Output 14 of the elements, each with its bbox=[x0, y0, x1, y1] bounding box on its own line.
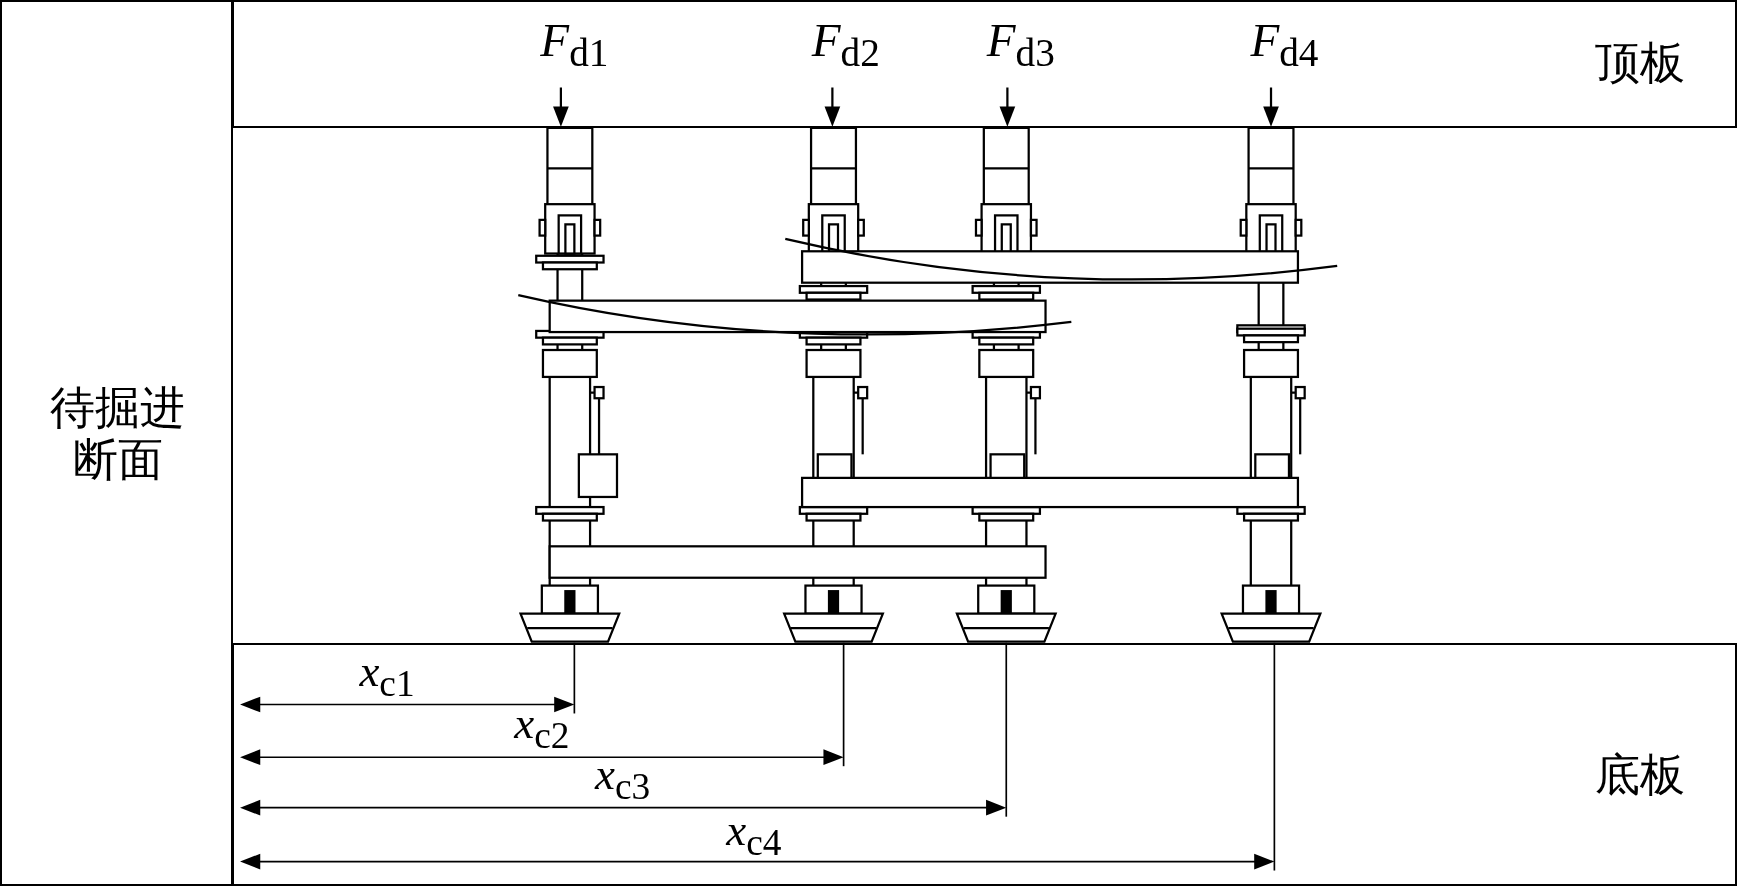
plate-label: 底板 bbox=[1593, 750, 1685, 802]
symbol-label: F$_{d3}$ bbox=[986, 13, 1055, 76]
symbol-label: F$_{d2}$ bbox=[811, 13, 880, 76]
symbol-label: F$_{d4}$ bbox=[1250, 13, 1319, 76]
plate-label: 顶板 bbox=[1593, 37, 1685, 90]
symbol-label: x$_{c3}$ bbox=[595, 749, 651, 810]
floor-band bbox=[232, 642, 1737, 887]
section-panel bbox=[0, 0, 234, 887]
symbol-label: x$_{c1}$ bbox=[359, 646, 415, 707]
symbol-label: F$_{d1}$ bbox=[540, 13, 609, 76]
symbol-label: x$_{c2}$ bbox=[514, 697, 570, 758]
section-label: 待掘进断面 bbox=[49, 383, 187, 487]
symbol-label: x$_{c4}$ bbox=[726, 805, 782, 866]
roof-band bbox=[232, 0, 1737, 128]
